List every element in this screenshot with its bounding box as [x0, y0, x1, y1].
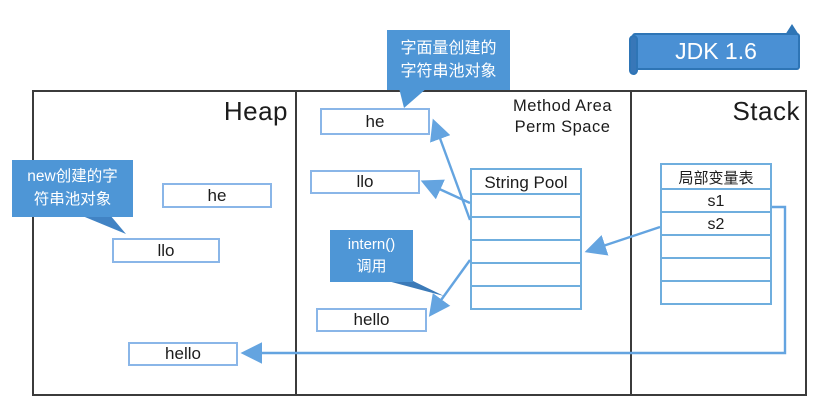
new-tooltip-line2: 符串池对象 — [33, 190, 112, 208]
heap-object-llo-box: llo — [112, 238, 220, 263]
literal-tooltip-line1: 字面量创建的 — [400, 39, 497, 57]
string-pool-row — [470, 193, 582, 218]
string-pool-header: String Pool — [470, 168, 582, 195]
literal-created-tooltip: 字面量创建的 字符串池对象 — [387, 30, 510, 90]
intern-tooltip-line2: 调用 — [356, 258, 387, 275]
string-pool-table: String Pool — [470, 168, 582, 310]
pool-object-he-box: he — [320, 108, 430, 135]
banner-flag-decoration — [785, 24, 799, 35]
stack-row — [660, 280, 772, 305]
jdk-version-banner: JDK 1.6 — [632, 33, 800, 70]
heap-object-he-box: he — [162, 183, 272, 208]
local-variable-table: 局部变量表 s1 s2 — [660, 163, 772, 305]
string-pool-row — [470, 216, 582, 241]
literal-tooltip-line2: 字符串池对象 — [400, 63, 497, 80]
string-pool-row — [470, 239, 582, 264]
stack-region-label: Stack — [732, 96, 800, 126]
jdk-version-label: JDK 1.6 — [675, 38, 757, 64]
heap-region-label: Heap — [223, 96, 288, 126]
intern-tooltip-line1: intern() — [347, 236, 396, 254]
banner-curl-decoration — [629, 35, 638, 75]
pool-object-hello-box: hello — [316, 308, 427, 332]
method-stack-divider — [630, 92, 632, 394]
new-tooltip-line1: new创建的字 — [27, 168, 118, 186]
method-area-label-line1: Method Area — [512, 97, 613, 115]
string-pool-row — [470, 285, 582, 310]
local-variable-table-header: 局部变量表 — [660, 163, 772, 190]
pool-object-llo-box: llo — [310, 170, 420, 194]
string-pool-row — [470, 262, 582, 287]
stack-row-s2: s2 — [660, 211, 772, 236]
new-created-tooltip: new创建的字 符串池对象 — [12, 160, 133, 217]
method-area-label-line2: Perm Space — [514, 118, 611, 136]
stack-row — [660, 257, 772, 282]
intern-call-tooltip: intern() 调用 — [330, 230, 413, 282]
stack-row-s1: s1 — [660, 188, 772, 213]
heap-method-divider — [295, 92, 297, 394]
stack-row — [660, 234, 772, 259]
heap-object-hello-box: hello — [128, 342, 238, 366]
